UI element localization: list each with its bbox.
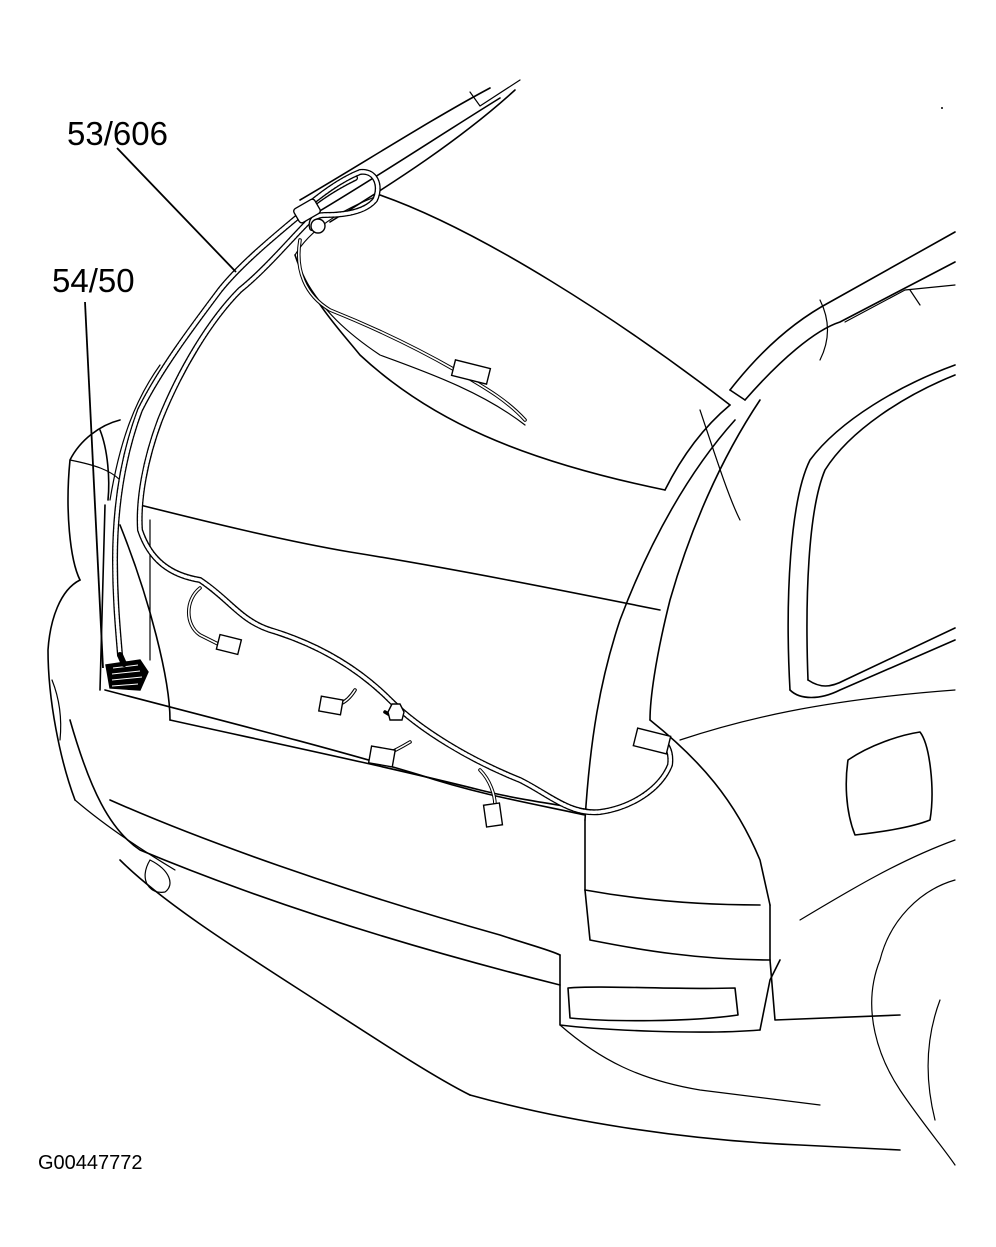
rear-window [294,194,731,491]
figure-id: G00447772 [38,1152,143,1174]
fuel-door [845,731,933,836]
side-body [679,689,956,1166]
callout-54-50: 54/50 [52,262,135,299]
tailgate-body [104,364,661,816]
right-tail-lamp [584,399,771,961]
rear-reflector [567,986,739,1022]
roof-rail-left [299,79,521,223]
leader-line-53-606 [116,147,237,273]
branch-connectors [186,586,672,828]
callout-53-606: 53/606 [67,115,168,152]
left-rear-corner [47,419,176,871]
window-wire [297,238,527,422]
rear-bumper [69,719,901,1151]
side-window [699,364,956,699]
leader-line-54-50 [84,301,104,669]
speck [941,107,943,109]
harness-loop [293,168,381,234]
roof-rail-right [729,231,956,401]
ground-connector-block [105,652,149,691]
